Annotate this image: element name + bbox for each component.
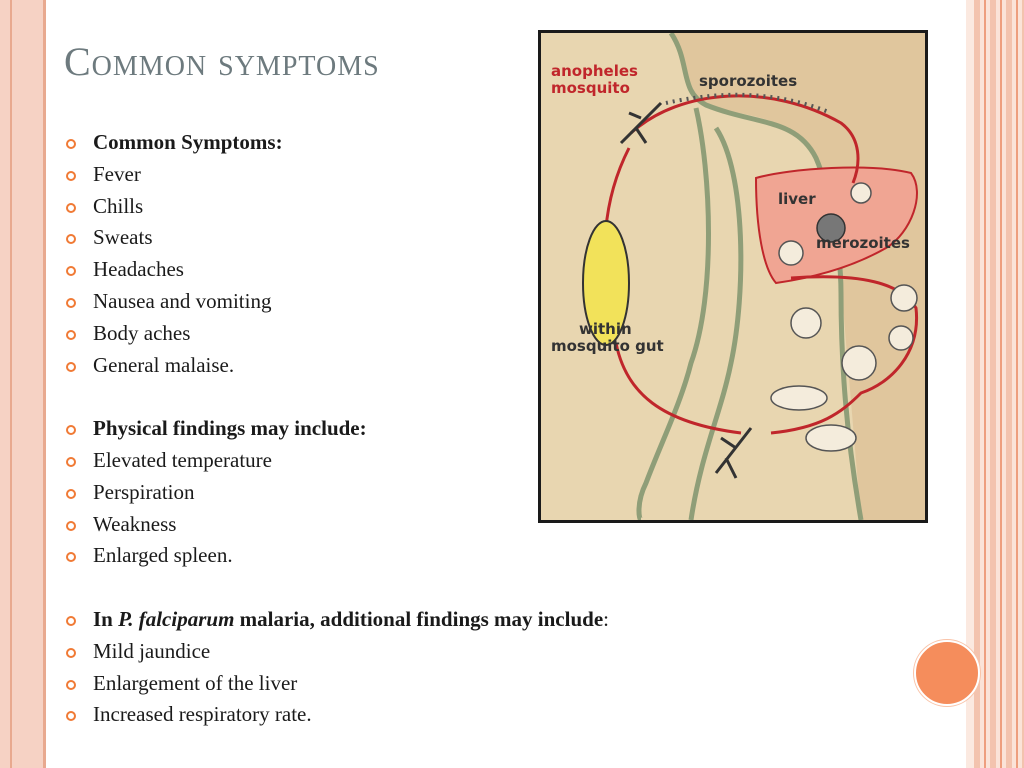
list-item: Enlarged spleen. xyxy=(66,540,866,572)
mosquito-top xyxy=(619,101,663,145)
finding-text: Elevated temperature xyxy=(93,447,272,472)
list-item: Increased respiratory rate. xyxy=(66,699,866,731)
label-gut-line2: mosquito gut xyxy=(551,337,664,355)
sporozoite-trail xyxy=(665,92,832,115)
symptom-text: Headaches xyxy=(93,257,184,282)
symptom-text: General malaise. xyxy=(93,352,235,377)
list-item: General malaise. xyxy=(66,350,866,382)
body-outline xyxy=(671,33,925,520)
bullet-icon xyxy=(66,425,76,436)
bullet-icon xyxy=(66,329,76,340)
bullet-list: Common Symptoms: Fever Chills Sweats Hea… xyxy=(66,127,866,731)
falciparum-finding-text: Increased respiratory rate. xyxy=(93,702,312,727)
list-item: Physical findings may include: xyxy=(66,413,866,445)
list-item: Common Symptoms: xyxy=(66,127,866,159)
label-mosquito-line1: anopheles xyxy=(551,62,638,80)
bullet-icon xyxy=(66,266,76,277)
blood-cell xyxy=(888,325,914,351)
list-item: Nausea and vomiting xyxy=(66,286,866,318)
falciparum-finding-text: Mild jaundice xyxy=(93,638,211,663)
bullet-icon xyxy=(66,552,76,563)
bullet-icon xyxy=(66,202,76,213)
bullet-icon xyxy=(66,615,76,626)
liver-cell xyxy=(778,240,804,266)
left-border-line xyxy=(10,0,12,768)
bullet-icon xyxy=(66,170,76,181)
list-item: In P. falciparum malaria, additional fin… xyxy=(66,604,866,636)
blood-cell xyxy=(790,307,822,339)
falciparum-finding-text: Enlargement of the liver xyxy=(93,670,298,695)
list-item: Elevated temperature xyxy=(66,445,866,477)
list-item: Perspiration xyxy=(66,477,866,509)
gametocyte-cell xyxy=(805,424,857,452)
label-sporozoites: sporozoites xyxy=(699,72,798,90)
blood-cell xyxy=(841,345,877,381)
symptom-text: Fever xyxy=(93,161,141,186)
liver-cell xyxy=(816,213,846,243)
bullet-icon xyxy=(66,488,76,499)
right-decorative-stripes xyxy=(974,0,1024,768)
list-item: Headaches xyxy=(66,254,866,286)
decorative-orange-circle xyxy=(914,640,980,706)
left-decorative-border xyxy=(0,0,46,768)
label-mosquito-gut: within mosquito gut xyxy=(551,321,664,355)
label-merozoites: merozoites xyxy=(816,234,910,252)
arm-outline xyxy=(636,107,744,520)
list-item: Weakness xyxy=(66,509,866,541)
symptom-text: Body aches xyxy=(93,320,191,345)
symptoms-heading: Common Symptoms: xyxy=(93,130,283,154)
malaria-lifecycle-diagram: anopheles mosquito sporozoites liver mer… xyxy=(538,30,928,523)
label-gut-line1: within xyxy=(579,320,632,338)
bullet-icon xyxy=(66,139,76,149)
falciparum-prefix: In xyxy=(93,606,119,631)
symptom-text: Nausea and vomiting xyxy=(93,288,272,313)
falciparum-species: P. falciparum xyxy=(118,606,235,631)
falciparum-colon: : xyxy=(603,606,609,631)
liver-cell xyxy=(850,182,872,204)
lifecycle-illustration xyxy=(582,33,925,520)
bullet-icon xyxy=(66,520,76,531)
right-decorative-band xyxy=(966,0,974,768)
finding-text: Perspiration xyxy=(93,479,195,504)
finding-text: Weakness xyxy=(93,511,177,536)
finding-text: Enlarged spleen. xyxy=(93,543,233,568)
label-mosquito-line2: mosquito xyxy=(551,79,630,97)
bullet-icon xyxy=(66,679,76,690)
cycle-arrow-bottom xyxy=(614,342,742,435)
mosquito-gut-oval xyxy=(582,220,630,346)
bullet-icon xyxy=(66,456,76,467)
cycle-arrow-top xyxy=(629,94,860,184)
bullet-icon xyxy=(66,647,76,658)
falciparum-suffix: malaria, additional findings may include xyxy=(234,606,604,631)
cycle-arrow-blood xyxy=(770,275,919,435)
bullet-icon xyxy=(66,711,76,722)
list-item: Sweats xyxy=(66,222,866,254)
label-liver: liver xyxy=(778,190,816,208)
list-item: Mild jaundice xyxy=(66,636,866,668)
label-anopheles-mosquito: anopheles mosquito xyxy=(551,63,638,97)
slide-title: Common symptoms xyxy=(64,39,380,84)
list-item: Chills xyxy=(66,191,866,223)
symptom-text: Chills xyxy=(93,193,144,218)
symptom-text: Sweats xyxy=(93,225,153,250)
bullet-icon xyxy=(66,297,76,308)
list-item: Body aches xyxy=(66,318,866,350)
findings-heading: Physical findings may include: xyxy=(93,416,367,441)
list-item: Fever xyxy=(66,159,866,191)
list-spacer xyxy=(66,572,866,604)
list-item: Enlargement of the liver xyxy=(66,668,866,700)
mosquito-bottom xyxy=(714,427,753,479)
bullet-icon xyxy=(66,361,76,372)
blood-cell xyxy=(890,284,918,312)
gametocyte-cell xyxy=(770,385,828,411)
bullet-icon xyxy=(66,234,76,245)
